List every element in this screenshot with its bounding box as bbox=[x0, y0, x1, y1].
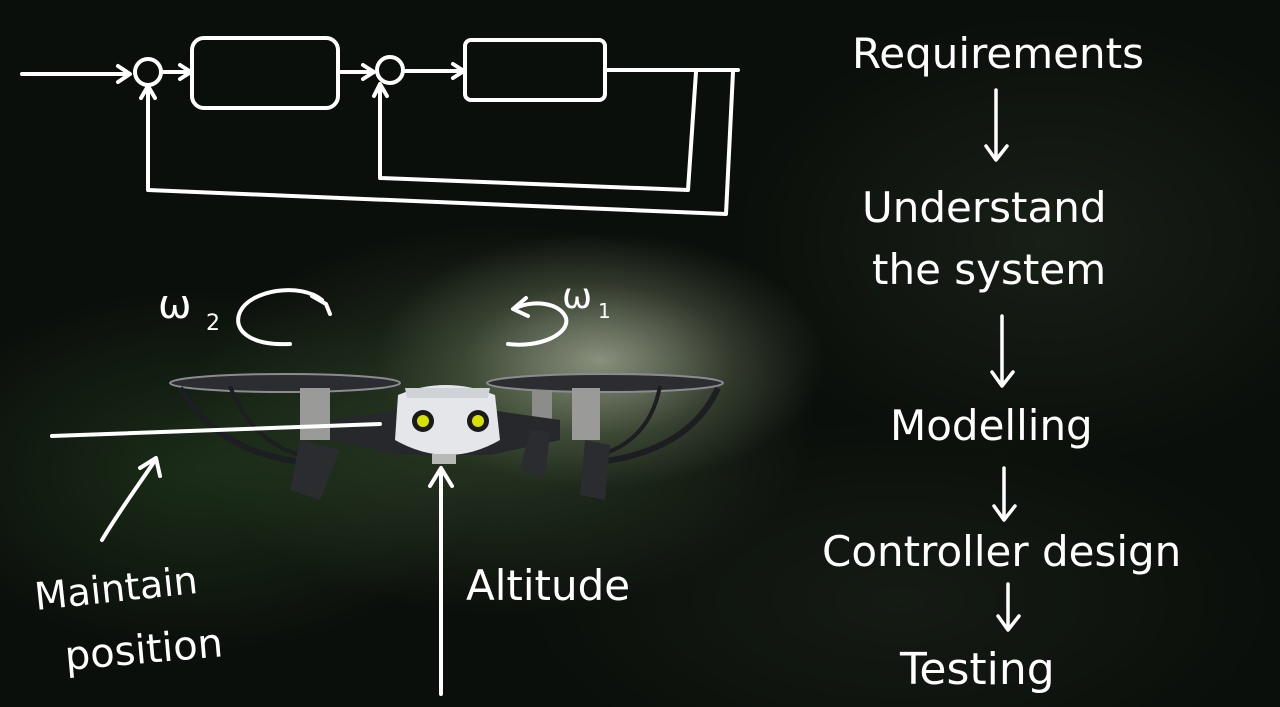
position-arrowhead bbox=[138, 456, 162, 478]
omega-1-symbol: ω bbox=[562, 276, 592, 317]
altitude-arrowhead bbox=[428, 466, 454, 488]
omega-2-subscript: 2 bbox=[206, 311, 220, 336]
left-motor bbox=[300, 388, 330, 440]
drone-body-shell bbox=[395, 385, 500, 455]
workflow-arrowhead-4 bbox=[996, 614, 1021, 632]
maintain-label: Maintain bbox=[32, 558, 199, 619]
right-landing-leg bbox=[580, 440, 610, 500]
right-guard-strut bbox=[599, 385, 662, 457]
drone-annotations: ω 2 ω 1 Maintain position Altitude bbox=[32, 276, 630, 696]
outer-feedback-loop bbox=[146, 70, 735, 216]
inner-feedback-loop bbox=[378, 70, 698, 192]
inner-feedback-arrowhead bbox=[372, 82, 389, 98]
drone bbox=[169, 373, 724, 500]
position-label: position bbox=[63, 620, 225, 680]
omega-2-rotation-arrow bbox=[236, 288, 324, 347]
omega-1-subscript: 1 bbox=[598, 299, 611, 323]
outer-summing-junction bbox=[133, 57, 163, 87]
workflow-arrowhead-1 bbox=[984, 144, 1009, 162]
inner-summing-junction bbox=[375, 55, 405, 85]
outer-feedback-arrowhead bbox=[139, 84, 157, 100]
workflow-arrowhead-2 bbox=[990, 370, 1015, 388]
right-motor bbox=[572, 388, 600, 440]
omega-2-symbol: ω bbox=[158, 282, 192, 328]
outer-controller-block bbox=[190, 36, 340, 110]
inner-reference-arrowhead bbox=[361, 63, 376, 81]
position-reference-line bbox=[50, 422, 382, 438]
drone-left-eye bbox=[417, 415, 429, 427]
design-workflow: Requirements Understand the system Model… bbox=[822, 29, 1181, 695]
reference-input-arrowhead bbox=[116, 64, 132, 84]
drone-right-eye bbox=[472, 415, 484, 427]
workflow-step-the-system: the system bbox=[872, 245, 1106, 294]
workflow-step-controller-design: Controller design bbox=[822, 527, 1181, 576]
omega-1-rotation-arrowhead bbox=[511, 296, 530, 318]
workflow-step-testing: Testing bbox=[899, 644, 1055, 695]
control-block-diagram bbox=[20, 36, 740, 216]
drone-top-shell bbox=[405, 388, 490, 398]
rear-landing-leg bbox=[520, 430, 550, 478]
omega-1-rotation-arrow bbox=[506, 301, 569, 347]
workflow-arrowhead-3 bbox=[992, 504, 1017, 522]
right-propeller-guard bbox=[486, 373, 724, 393]
workflow-step-requirements: Requirements bbox=[852, 29, 1144, 78]
workflow-step-understand: Understand bbox=[862, 183, 1107, 232]
left-propeller-guard bbox=[169, 373, 401, 393]
omega-2-rotation-arrowhead bbox=[310, 294, 332, 316]
altitude-label: Altitude bbox=[466, 561, 630, 610]
left-landing-leg bbox=[290, 440, 340, 500]
left-guard-frame bbox=[177, 386, 301, 465]
workflow-step-modelling: Modelling bbox=[890, 401, 1093, 450]
drone-bottom-sensor bbox=[432, 454, 456, 464]
position-arrow bbox=[100, 460, 156, 542]
right-guard-frame bbox=[599, 386, 721, 465]
plant-block bbox=[463, 38, 607, 102]
